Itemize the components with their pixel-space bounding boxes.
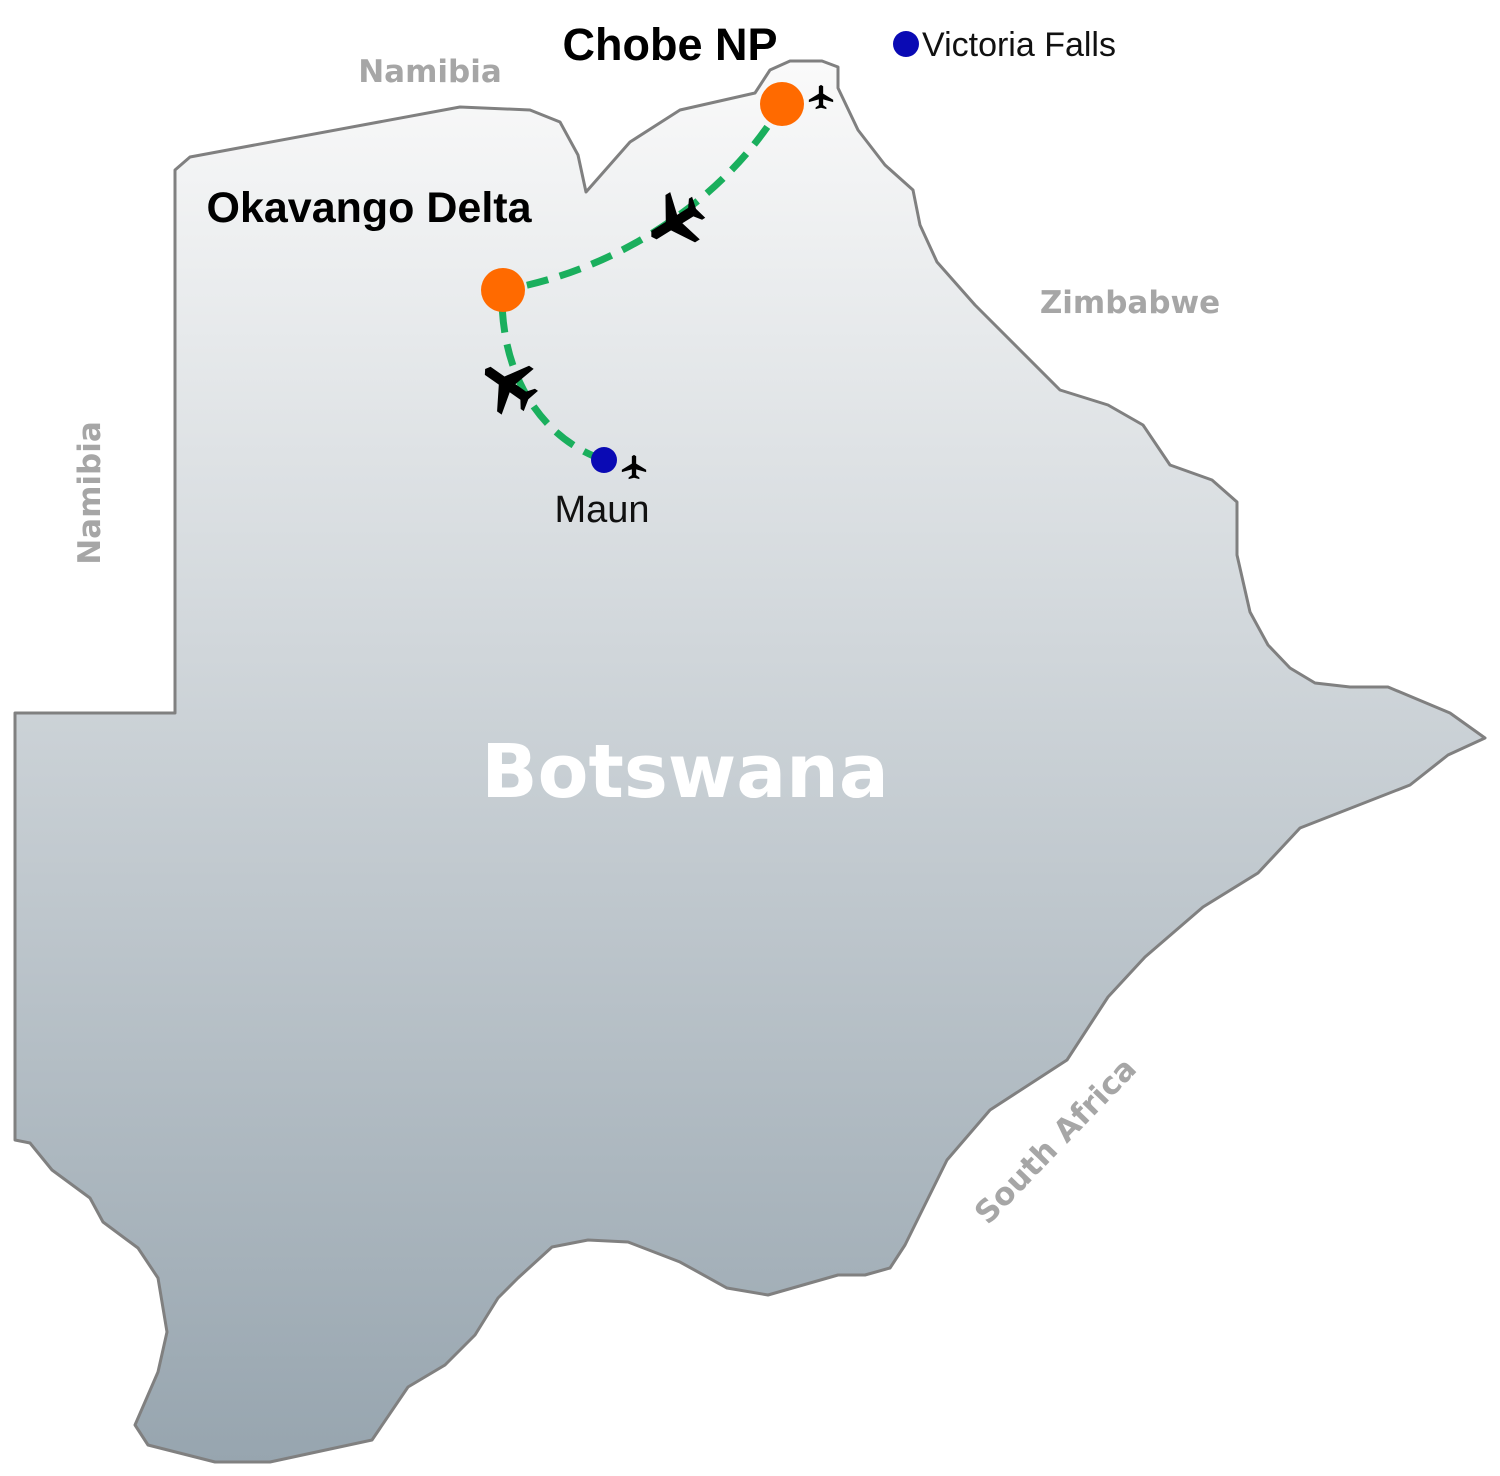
place-label-victoria-falls: Victoria Falls: [922, 26, 1116, 64]
botswana-outline: [13, 59, 1487, 1464]
camp-marker-chobe: [760, 82, 804, 126]
town-marker-maun: [591, 447, 617, 473]
camp-marker-okavango: [481, 268, 525, 312]
place-label-chobe: Chobe NP: [562, 19, 777, 70]
place-label-okavango: Okavango Delta: [207, 184, 533, 232]
neighbor-label-namibia-west: Namibia: [72, 421, 108, 565]
country-label-botswana: Botswana: [481, 729, 889, 815]
neighbor-label-namibia-north: Namibia: [358, 54, 502, 90]
neighbor-label-zimbabwe: Zimbabwe: [1040, 285, 1220, 321]
place-label-maun: Maun: [554, 489, 649, 531]
town-marker-victoria-falls: [893, 31, 919, 57]
